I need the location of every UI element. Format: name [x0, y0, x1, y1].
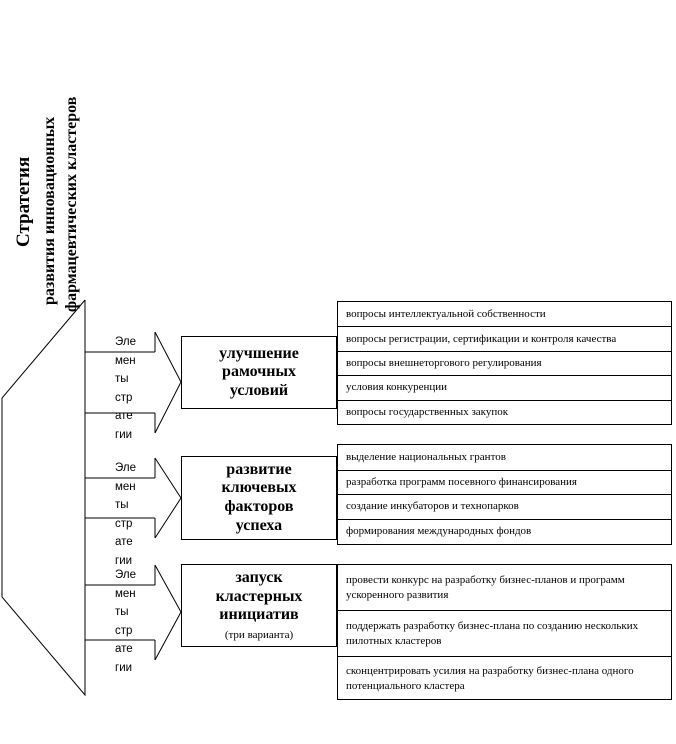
list-item: провести конкурс на разработку бизнес-пл…	[346, 573, 625, 601]
center-line: запуск	[235, 569, 283, 587]
center-line: кластерных	[215, 587, 303, 605]
element-label-1: Эле мен ты стр ате гии	[115, 333, 155, 445]
element-label-part: ты	[115, 373, 129, 386]
element-label-part: Эле	[115, 569, 136, 581]
item-list-1: вопросы интеллектуальной собственности в…	[337, 301, 672, 425]
element-label-part: стр	[115, 391, 133, 404]
center-box-key-success-factors: развитие ключевых факторов успеха	[181, 456, 337, 540]
list-item: условия конкуренции	[338, 375, 671, 399]
list-item: создание инкубаторов и технопарков	[338, 494, 671, 519]
center-note: (три варианта)	[224, 628, 294, 641]
element-label-part: ты	[115, 606, 129, 619]
list-item: вопросы интеллектуальной собственности	[346, 307, 546, 320]
list-item: вопросы регистрации, сертификации и конт…	[338, 326, 671, 350]
element-label-part: ты	[115, 499, 129, 512]
center-line: улучшение	[219, 344, 299, 362]
list-item: сконцентрировать усилия на разработку би…	[338, 656, 671, 701]
center-line: инициатив	[219, 606, 299, 624]
list-item: разработка программ посевного финансиров…	[338, 469, 671, 495]
element-label-part: Эле	[115, 336, 136, 348]
item-list-3: провести конкурс на разработку бизнес-пл…	[337, 564, 672, 700]
element-label-part: ате	[115, 536, 133, 549]
element-label-part: Эле	[115, 462, 136, 474]
center-line: развитие	[226, 460, 292, 478]
element-label-3: Эле мен ты стр ате гии	[115, 566, 155, 678]
element-label-part: гии	[115, 661, 133, 674]
element-label-part: мен	[115, 354, 136, 367]
title-line-1: Стратегия	[13, 156, 34, 247]
center-line: условий	[229, 381, 289, 399]
element-label-2: Эле мен ты стр ате гии	[115, 459, 155, 571]
center-box-framework-conditions: улучшение рамочных условий	[181, 336, 337, 409]
element-label-part: ате	[115, 643, 133, 656]
strategy-bracket	[1, 299, 86, 697]
center-line: ключевых	[221, 479, 297, 497]
element-label-part: ате	[115, 410, 133, 423]
title-line-2: развития инновационных	[41, 116, 58, 305]
center-line: факторов	[224, 498, 294, 515]
list-item: выделение национальных грантов	[346, 450, 506, 463]
element-label-part: стр	[115, 624, 133, 637]
element-label-part: гии	[115, 554, 133, 567]
list-item: вопросы государственных закупок	[338, 399, 671, 424]
title-line-3: фармацевтических кластеров	[63, 96, 80, 312]
item-list-2: выделение национальных грантов разработк…	[337, 444, 672, 545]
list-item: формирования международных фондов	[338, 518, 671, 544]
center-box-cluster-initiatives: запуск кластерных инициатив (три вариант…	[181, 564, 337, 647]
center-line: успеха	[235, 516, 283, 534]
element-label-part: мен	[115, 480, 136, 493]
element-label-part: гии	[115, 428, 133, 441]
center-line: рамочных	[222, 363, 296, 381]
list-item: поддержать разработку бизнес-плана по со…	[338, 610, 671, 656]
element-label-part: стр	[115, 517, 133, 530]
element-label-part: мен	[115, 587, 136, 600]
list-item: вопросы внешнеторгового регулирования	[338, 350, 671, 375]
